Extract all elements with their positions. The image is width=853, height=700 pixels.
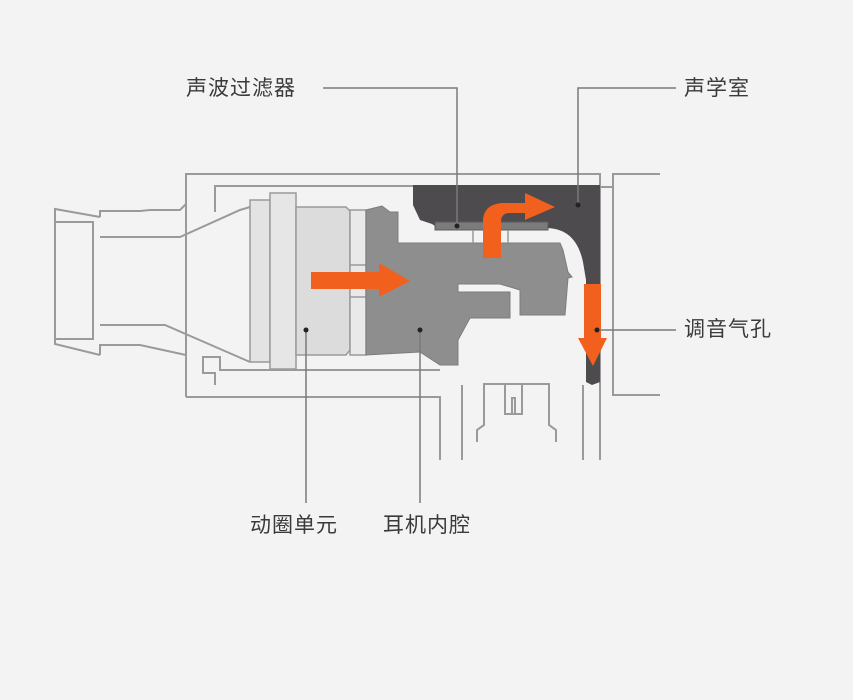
leader-lines [305,87,676,503]
nozzle-bottom-edge [99,344,187,356]
leader-chamber [577,87,676,205]
nozzle-bore-top [100,206,251,238]
label-acoustic-filter: 声波过滤器 [186,76,296,100]
nozzle-top-edge [99,203,187,217]
connector-pin [504,383,523,415]
label-tuning-vent: 调音气孔 [684,317,772,341]
inner-cavity [365,205,573,366]
leader-filter [323,87,458,226]
dot-vent [594,327,600,333]
nozzle-tip [54,207,101,356]
right-housing [612,187,660,396]
inner-housing-bottom [202,356,440,385]
driver-rim-inner [269,192,297,370]
nozzle-groove [55,221,94,340]
arrow-driver-to-cavity [311,263,410,297]
driver-rim-outer [249,199,271,363]
label-dynamic-driver: 动圈单元 [250,513,338,537]
dot-filter [454,223,460,229]
nozzle-bore-bottom [100,324,251,363]
label-acoustic-chamber: 声学室 [684,76,750,100]
label-inner-cavity: 耳机内腔 [383,513,471,537]
housing-bottom-line [186,396,441,460]
dot-chamber [575,202,581,208]
leader-dots [303,202,600,333]
connector-slot [511,397,516,414]
sound-flow-arrows [311,193,607,366]
dot-driver [303,327,309,333]
dot-cavity [417,327,423,333]
arrow-chamber-to-vent [578,284,607,366]
arrow-cavity-to-chamber [483,193,555,258]
